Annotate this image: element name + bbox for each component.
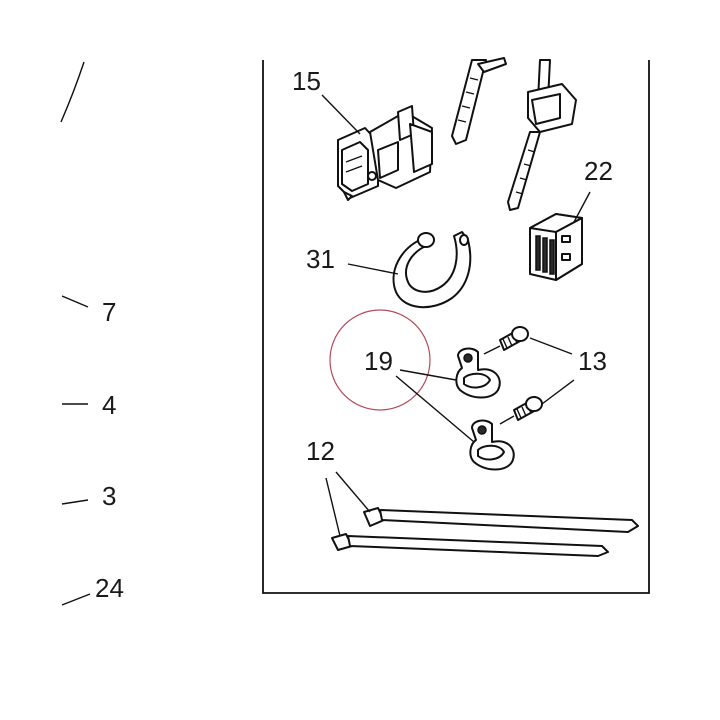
leader-line-7 — [61, 295, 89, 308]
callout-4[interactable]: 4 — [102, 390, 116, 420]
leader-line-24 — [61, 593, 91, 606]
leader-line-13a — [529, 337, 573, 355]
leader-line-19a — [399, 369, 457, 381]
callout-13[interactable]: 13 — [578, 346, 607, 376]
part-22-terminal-block[interactable] — [529, 213, 583, 281]
left-callouts: 7 4 3 24 — [60, 61, 124, 606]
callout-3[interactable]: 3 — [102, 481, 116, 511]
cable-tie-top-right[interactable] — [507, 59, 577, 211]
cable-tie-top-left[interactable] — [451, 57, 507, 145]
callout-15[interactable]: 15 — [292, 66, 321, 96]
kit-frame — [262, 60, 650, 594]
part-19-p-clip-upper[interactable] — [455, 347, 501, 399]
leader-line-12b — [325, 477, 341, 537]
partial-curve — [60, 61, 85, 123]
callout-31[interactable]: 31 — [306, 244, 335, 274]
part-15-connector[interactable] — [337, 105, 433, 201]
callout-7[interactable]: 7 — [102, 297, 116, 327]
leader-line-19b — [395, 375, 475, 443]
highlight-circle — [329, 309, 431, 411]
callout-24[interactable]: 24 — [95, 573, 124, 603]
part-13-screw-upper[interactable] — [483, 326, 529, 355]
part-13-screw-lower[interactable] — [499, 396, 543, 425]
part-19-p-clip-lower[interactable] — [469, 419, 515, 471]
leader-line-13b — [541, 379, 575, 405]
leader-line-3 — [61, 499, 89, 505]
part-12-cable-tie-lower[interactable] — [331, 533, 609, 557]
leader-line-15 — [321, 94, 361, 135]
callout-12[interactable]: 12 — [306, 436, 335, 466]
leader-line-12a — [335, 471, 371, 513]
callout-19[interactable]: 19 — [364, 346, 393, 376]
part-31-ring-clamp[interactable] — [392, 231, 472, 309]
part-12-cable-tie-upper[interactable] — [363, 507, 639, 533]
leader-line-31 — [347, 263, 399, 275]
leader-line-22 — [573, 191, 591, 223]
callout-22[interactable]: 22 — [584, 156, 613, 186]
